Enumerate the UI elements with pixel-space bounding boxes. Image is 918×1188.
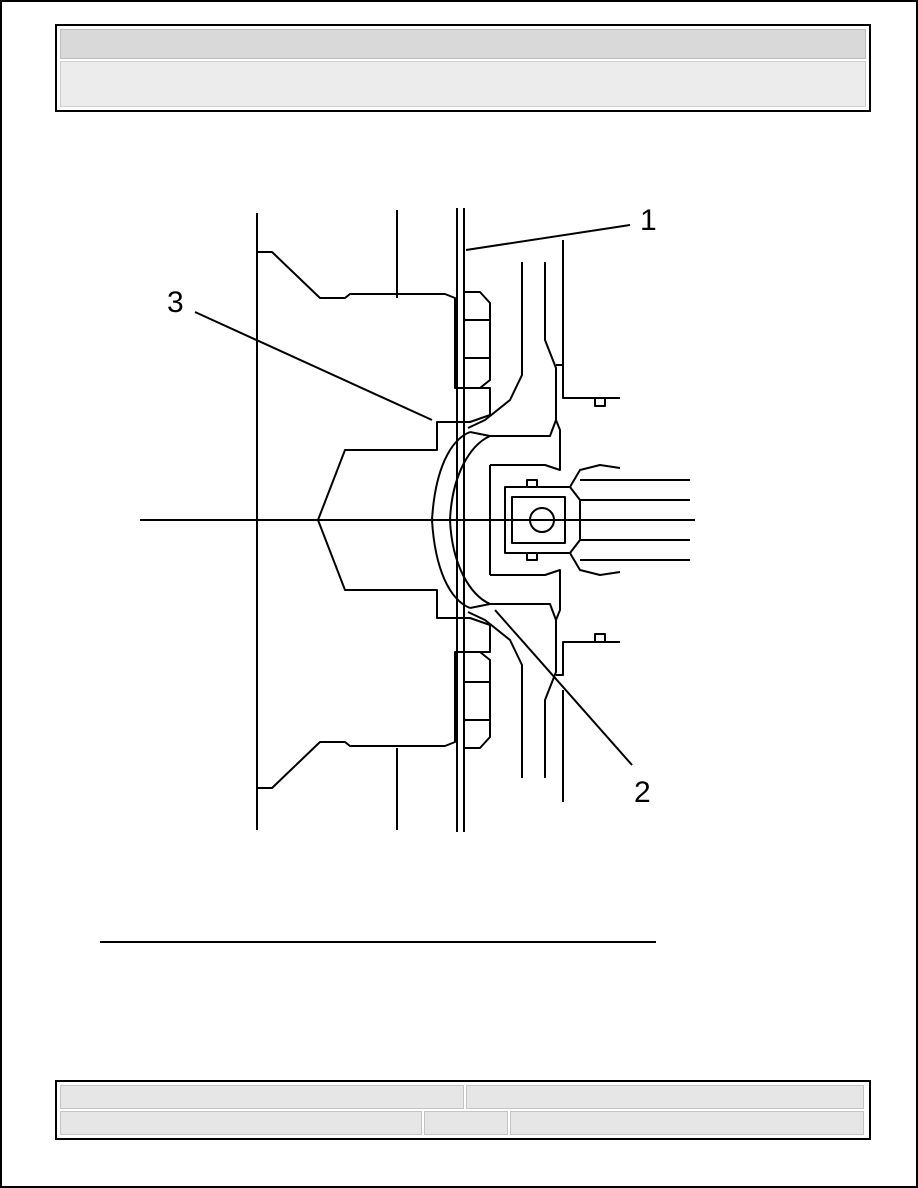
callout-1: 1 [640,204,657,237]
diagram-svg: 1 3 2 [140,204,695,832]
footer-cell-e [510,1111,864,1135]
callout-labels: 1 3 2 [167,204,657,809]
cross-section-diagram: 1 3 2 [130,200,710,840]
diagram-linework [140,208,695,832]
footer-cell-c [60,1111,422,1135]
footer-cell-a [60,1085,464,1109]
page-header [55,24,871,112]
callout-3: 3 [167,286,184,319]
separator-rule [100,941,656,943]
footer-cell-b [466,1085,864,1109]
page-footer [55,1080,871,1140]
callout-2: 2 [634,776,651,809]
header-subtitle-bar [60,61,866,107]
footer-cell-d [424,1111,508,1135]
header-title-bar [60,29,866,59]
